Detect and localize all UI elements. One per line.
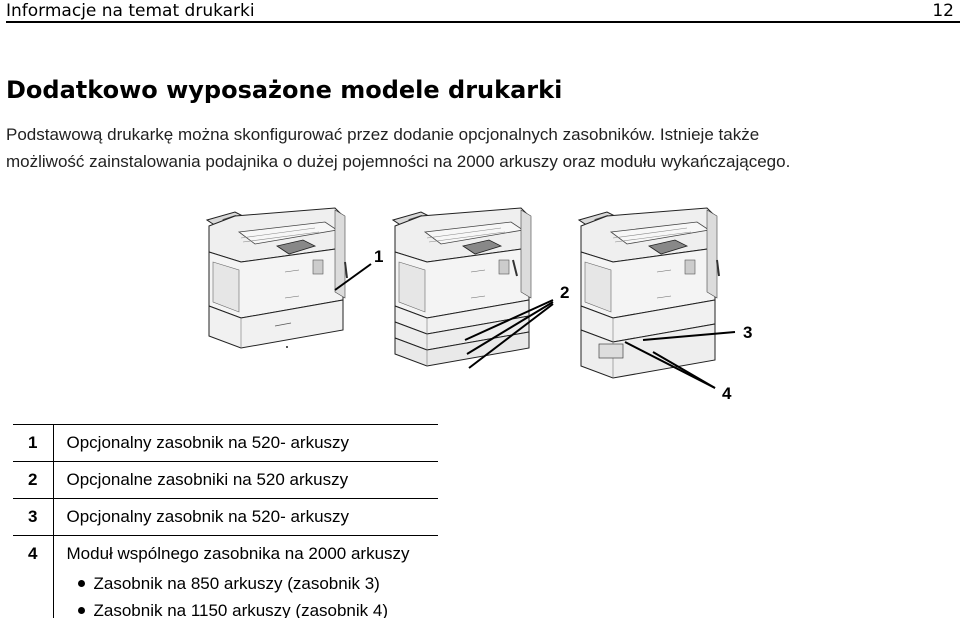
printer-models-illustration: 1 2 3 4 [206,207,752,403]
printer-model-1 [206,207,348,349]
legend-number: 3 [13,498,53,536]
section-title: Dodatkowo wyposażone modele drukarki [6,76,563,104]
legend-sub-item: Zasobnik na 1150 arkuszy (zasobnik 4) [67,597,439,618]
legend-row: 4 Moduł wspólnego zasobnika na 2000 arku… [13,535,439,618]
legend-text: Opcjonalne zasobniki na 520 arkuszy [52,461,438,499]
callout-4: 4 [722,384,732,403]
legend-row: 2 Opcjonalne zasobniki na 520 arkuszy [13,461,438,499]
legend-cell: Moduł wspólnego zasobnika na 2000 arkusz… [52,535,439,618]
legend-sub-item-text: Zasobnik na 1150 arkuszy (zasobnik 4) [93,601,389,618]
page-number: 12 [932,1,954,21]
intro-line-1: Podstawową drukarkę można skonfigurować … [6,125,760,144]
printer-model-2 [392,207,532,367]
header-title: Informacje na temat drukarki [6,1,255,21]
legend-text: Opcjonalny zasobnik na 520- arkuszy [52,498,438,536]
legend-number: 4 [13,535,53,618]
callout-2: 2 [560,283,569,302]
legend-sub-list: Zasobnik na 850 arkuszy (zasobnik 3) Zas… [67,570,439,618]
intro-line-2: możliwość zainstalowania podajnika o duż… [6,152,791,171]
legend-number: 2 [13,461,53,499]
intro-paragraph: Podstawową drukarkę można skonfigurować … [6,121,956,175]
legend-table: 1 Opcjonalny zasobnik na 520- arkuszy 2 … [13,424,438,618]
page-header: Informacje na temat drukarki 12 [6,0,960,23]
legend-row: 3 Opcjonalny zasobnik na 520- arkuszy [13,498,438,536]
bullet-icon [77,607,85,614]
callout-3: 3 [743,323,752,342]
callout-1: 1 [374,247,383,266]
bullet-icon [77,580,85,587]
legend-text: Opcjonalny zasobnik na 520- arkuszy [52,424,438,462]
legend-sub-item: Zasobnik na 850 arkuszy (zasobnik 3) [67,570,439,597]
legend-sub-item-text: Zasobnik na 850 arkuszy (zasobnik 3) [93,574,380,593]
printer-model-3 [578,207,720,379]
legend-number: 1 [13,424,53,462]
legend-row: 1 Opcjonalny zasobnik na 520- arkuszy [13,424,438,462]
legend-text: Moduł wspólnego zasobnika na 2000 arkusz… [66,544,410,563]
